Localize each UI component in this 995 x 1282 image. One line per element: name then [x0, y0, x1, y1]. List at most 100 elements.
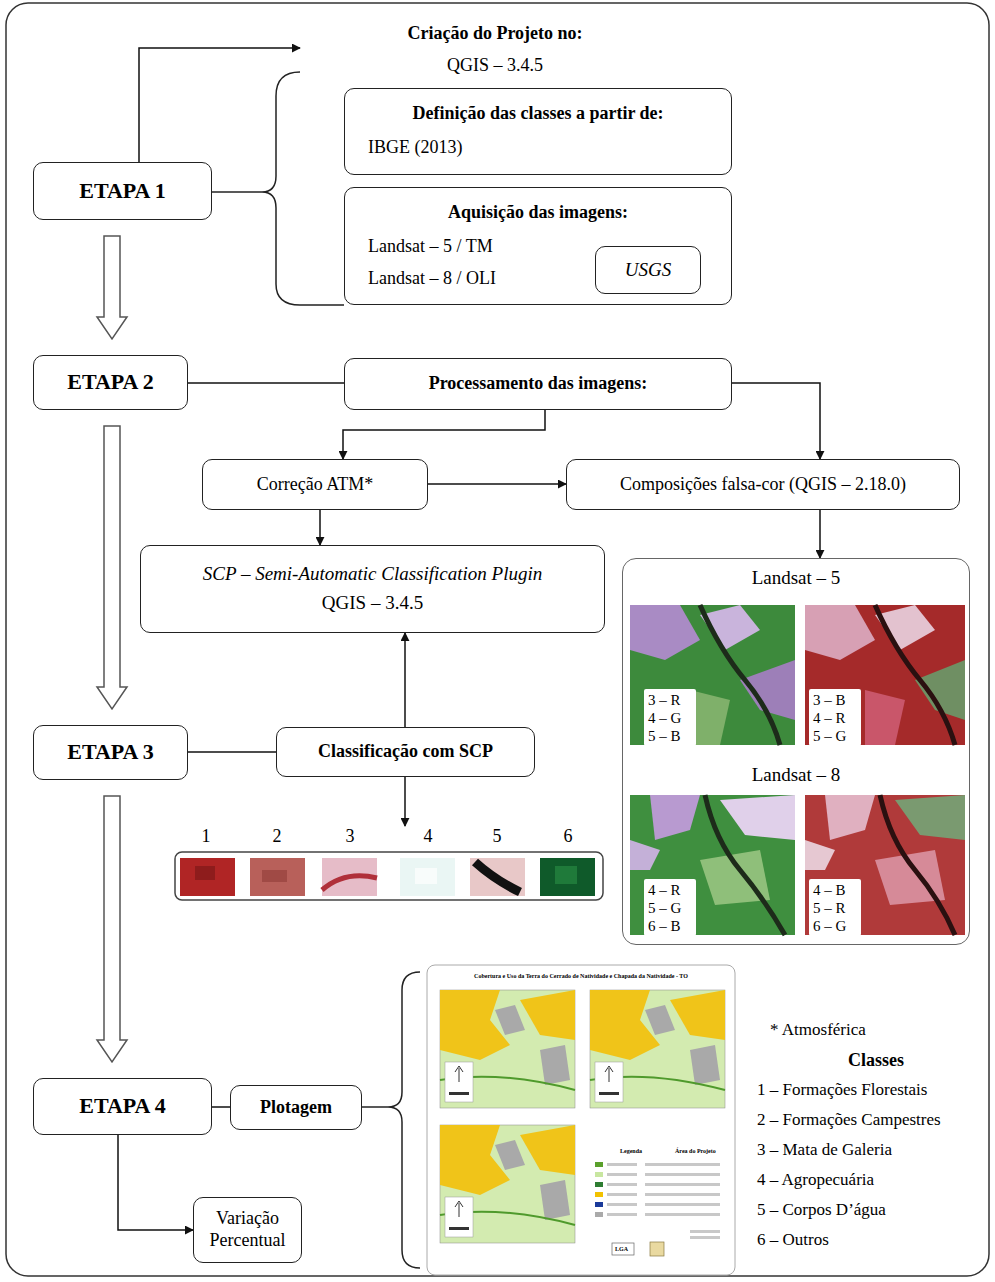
curly-bracket: [212, 191, 262, 193]
process-box-text: Classificação com SCP: [318, 741, 493, 763]
map-legend-title: Legenda: [620, 1148, 642, 1155]
class-sample-strip: [195, 866, 215, 880]
satellite-image: [630, 605, 795, 745]
class-sample-strip: [555, 866, 577, 884]
map-thumbnail: [427, 965, 735, 1275]
plugin-box-text: QGIS – 3.4.5: [322, 592, 423, 615]
satellite-image: [690, 690, 730, 745]
band-label-text: 3 – R: [648, 691, 681, 709]
process-box-text: Landsat – 5 / TM: [368, 236, 493, 258]
map-area-title: Área do Projeto: [675, 1148, 716, 1155]
plugin-box: SCP – Semi-Automatic Classification Plug…: [140, 545, 605, 633]
band-label-text: 5 – R: [813, 899, 846, 917]
map-thumbnail: [607, 1163, 637, 1166]
satellite-image: [825, 795, 875, 840]
class-sample-strip: [400, 858, 455, 896]
process-box: Composições falsa-cor (QGIS – 2.18.0): [566, 459, 960, 510]
satellite-image: [895, 795, 965, 840]
class-sample-strip: [470, 858, 525, 896]
class-sample-strip: [175, 852, 603, 900]
class-strip-text: 6: [558, 826, 578, 848]
class-sample-strip: [175, 852, 603, 900]
process-box: Definição das classes a partir de:IBGE (…: [344, 88, 732, 175]
map-thumbnail: [595, 1202, 603, 1207]
class-sample-strip: [322, 858, 377, 896]
map-thumbnail: [607, 1193, 637, 1196]
heading-block-text: Criação do Projeto no:: [407, 23, 582, 45]
class-item: 2 – Formações Campestres: [757, 1110, 941, 1130]
satellite-image: [705, 795, 785, 935]
band-label-text: 6 – B: [648, 917, 681, 935]
process-box: Classificação com SCP: [276, 727, 535, 777]
stage-box: ETAPA 3: [33, 725, 188, 780]
process-box-text: Aquisição das imagens:: [345, 202, 731, 224]
map-thumbnail: [595, 1182, 603, 1187]
band-label-text: 6 – G: [813, 917, 846, 935]
process-box-text: Correção ATM*: [257, 474, 373, 496]
map-thumbnail: [645, 1183, 720, 1186]
result-box: Variação Percentual: [193, 1197, 302, 1263]
satellite-image: [805, 605, 965, 745]
connector-line: [404, 777, 406, 826]
curly-bracket: [262, 72, 344, 305]
map-thumbnail: [690, 1230, 720, 1233]
band-label: 3 – B4 – R5 – G: [809, 689, 861, 746]
band-label-text: 4 – R: [813, 709, 846, 727]
class-item: 3 – Mata de Galeria: [757, 1140, 892, 1160]
band-label-text: 5 – G: [813, 727, 846, 745]
map-thumbnail: [595, 1192, 603, 1197]
curly-bracket: [362, 1106, 388, 1108]
map-thumbnail: [607, 1183, 637, 1186]
outer-frame: [6, 3, 989, 1276]
class-strip-text: 1: [196, 826, 216, 848]
map-thumbnail: [440, 990, 575, 1108]
band-label: 4 – R5 – G6 – B: [644, 879, 696, 936]
connector-line: [428, 483, 566, 485]
map-thumbnail: [595, 1172, 603, 1177]
legend-heading: Classes: [848, 1050, 904, 1072]
connector-line: [819, 510, 821, 558]
heading-block: Criação do Projeto no: QGIS – 3.4.5: [300, 18, 690, 82]
satellite-image: [880, 795, 955, 935]
map-thumbnail: [607, 1173, 637, 1176]
heading-block-text: QGIS – 3.4.5: [447, 55, 543, 77]
satellite-image: [865, 690, 905, 745]
outer-frame: [6, 3, 989, 1276]
band-label-text: 3 – B: [813, 691, 846, 709]
map-thumbnail: [595, 1162, 603, 1167]
satellite-image: [630, 840, 660, 870]
stage-box: ETAPA 2: [33, 355, 188, 410]
process-box-text: Composições falsa-cor (QGIS – 2.18.0): [620, 474, 906, 496]
block-arrow: [97, 236, 127, 339]
map-thumbnail: [427, 965, 735, 1275]
class-sample-strip: [250, 858, 305, 896]
class-item: 6 – Outros: [757, 1230, 829, 1250]
map-thumbnail: [645, 1193, 720, 1196]
map-thumbnail: [650, 1242, 664, 1256]
class-sample-strip: [262, 870, 287, 882]
process-box-text: Definição das classes a partir de:: [345, 103, 731, 125]
block-arrow: [97, 426, 127, 709]
class-strip-text: 3: [340, 826, 360, 848]
map-thumbnail: [645, 1213, 720, 1216]
map-thumbnail: [607, 1163, 720, 1239]
class-sample-strip: [540, 858, 595, 896]
map-thumbnail: [612, 1243, 634, 1255]
class-strip-text: 4: [418, 826, 438, 848]
band-label-text: 4 – G: [648, 709, 681, 727]
connector-line: [188, 751, 276, 753]
connector-line: [732, 383, 820, 459]
process-box-text: Processamento das imagens:: [429, 373, 648, 395]
map-thumbnail: [645, 1173, 720, 1176]
class-sample-strip: [322, 876, 377, 890]
band-label-text: 4 – B: [813, 881, 846, 899]
map-thumbnail: [590, 990, 725, 1108]
connector-line: [212, 1106, 230, 1108]
process-box: Plotagem: [230, 1085, 362, 1130]
process-box-text: Plotagem: [260, 1097, 332, 1119]
band-label-text: 5 – B: [648, 727, 681, 745]
logo-text: LGA: [615, 1246, 628, 1253]
satellite-image: [700, 605, 780, 745]
map-thumbnail: [645, 1163, 720, 1166]
connector-line: [319, 510, 321, 545]
